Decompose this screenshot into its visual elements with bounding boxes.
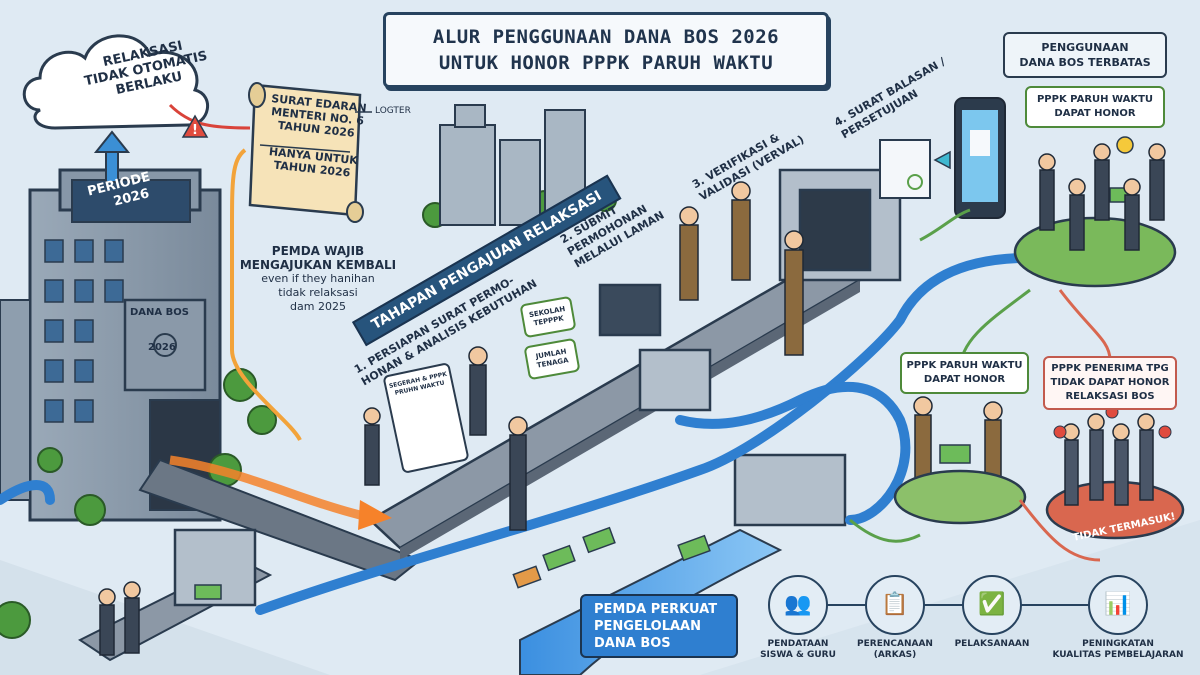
pemda-note-line-1: PEMDA WAJIB (271, 244, 365, 258)
dana-bos-plaque: DANA BOS 2026 (130, 306, 189, 354)
approval-document (879, 139, 951, 199)
mid-left-bubble-line-1: PPPK PARUH WAKTU (906, 360, 1023, 371)
top-right-bubble-line-1: PPPK PARUH WAKTU (1036, 94, 1154, 105)
up-arrow-to-cloud (93, 130, 131, 183)
bottom-step-4: 📊 PENINGKATAN KUALITAS PEMBELAJARAN (1048, 575, 1188, 661)
pemda-perkuat-line-1: PEMDA PERKUAT (594, 601, 718, 617)
bottom-steps: 👥 PENDATAAN SISWA & GURU 📋 PERENCANAAN (… (748, 575, 1188, 670)
bottom-step-1-line-2: SISWA & GURU (760, 650, 836, 660)
pemda-note-line-4: tidak relaksasi (278, 286, 358, 299)
blue-pipes (0, 253, 1025, 615)
mid-right-bubble-line-2: TIDAK DAPAT HONOR (1050, 377, 1170, 388)
people-icon: 👥 (768, 575, 828, 635)
top-right-header-line-2: DANA BOS TERBATAS (1019, 56, 1151, 69)
orange-flow-arrow (169, 455, 362, 520)
bottom-step-1: 👥 PENDATAAN SISWA & GURU (748, 575, 848, 661)
bottom-step-4-line-2: KUALITAS PEMBELAJARAN (1052, 650, 1184, 660)
mid-left-bubble: PPPK PARUH WAKTU DAPAT HONOR (900, 352, 1029, 394)
top-right-header: PENGGUNAAN DANA BOS TERBATAS (1003, 32, 1167, 78)
top-right-bubble-line-2: DAPAT HONOR (1054, 108, 1136, 119)
pemda-perkuat-line-3: DANA BOS (594, 635, 671, 651)
bottom-step-2-line-2: (ARKAS) (873, 650, 917, 660)
mid-left-bubble-line-2: DAPAT HONOR (923, 374, 1006, 385)
mid-right-bubble-line-1: PPPK PENERIMA TPG (1051, 363, 1169, 374)
top-right-platform (1013, 136, 1177, 288)
pemda-note-line-5: dam 2025 (290, 300, 346, 313)
scroll-tag: LOGTER (375, 106, 411, 116)
top-right-header-line-1: PENGGUNAAN (1041, 41, 1129, 54)
checklist-icon: 📋 (865, 575, 925, 635)
scroll-document (248, 82, 372, 223)
mid-right-bubble-line-3: RELAKSASI BOS (1065, 391, 1155, 402)
plaque-line-1: DANA BOS (130, 307, 189, 318)
svg-text:!: ! (192, 123, 198, 138)
cloud-shape (22, 34, 210, 130)
phone-device (954, 97, 1006, 219)
presentation-icon: 📊 (1088, 575, 1148, 635)
bottom-step-2-line-1: PERENCANAAN (857, 639, 933, 649)
orange-flow-arrowhead (358, 500, 392, 530)
mid-left-platform (893, 469, 1027, 525)
bottom-step-4-line-1: PENINGKATAN (1082, 639, 1154, 649)
title-box: ALUR PENGGUNAAN DANA BOS 2026 UNTUK HONO… (383, 12, 829, 88)
orange-return-arrow (230, 148, 302, 442)
pemda-note-line-3: even if they hanihan (261, 272, 375, 285)
bottom-step-2: 📋 PERENCANAAN (ARKAS) (845, 575, 945, 661)
mid-right-bubble: PPPK PENERIMA TPG TIDAK DAPAT HONOR RELA… (1043, 356, 1177, 410)
bottom-step-3-line-1: PELAKSANAAN (954, 639, 1030, 649)
title-line-1: ALUR PENGGUNAAN DANA BOS 2026 (432, 26, 780, 48)
calendar-check-icon: ✅ (962, 575, 1022, 635)
top-right-bubble: PPPK PARUH WAKTU DAPAT HONOR (1025, 86, 1165, 128)
pemda-perkuat-line-2: PENGELOLAAN (594, 618, 701, 634)
title-line-2: UNTUK HONOR PPPK PARUH WAKTU (438, 52, 774, 74)
bottom-step-3: ✅ PELAKSANAAN (942, 575, 1042, 650)
warning-icon: ! (168, 103, 251, 138)
pemda-note: PEMDA WAJIB MENGAJUKAN KEMBALI even if t… (238, 244, 398, 314)
bottom-step-1-line-1: PENDATAAN (767, 639, 829, 649)
plaque-line-2: 2026 (148, 342, 176, 353)
money-bills (194, 187, 1135, 600)
scroll-text: SURAT EDARAN MENTERI NO. 6 TAHUN 2026 HA… (264, 92, 367, 181)
pemda-perkuat-callout: PEMDA PERKUAT PENGELOLAAN DANA BOS (580, 594, 738, 658)
pemda-note-line-2: MENGAJUKAN KEMBALI (239, 258, 397, 272)
